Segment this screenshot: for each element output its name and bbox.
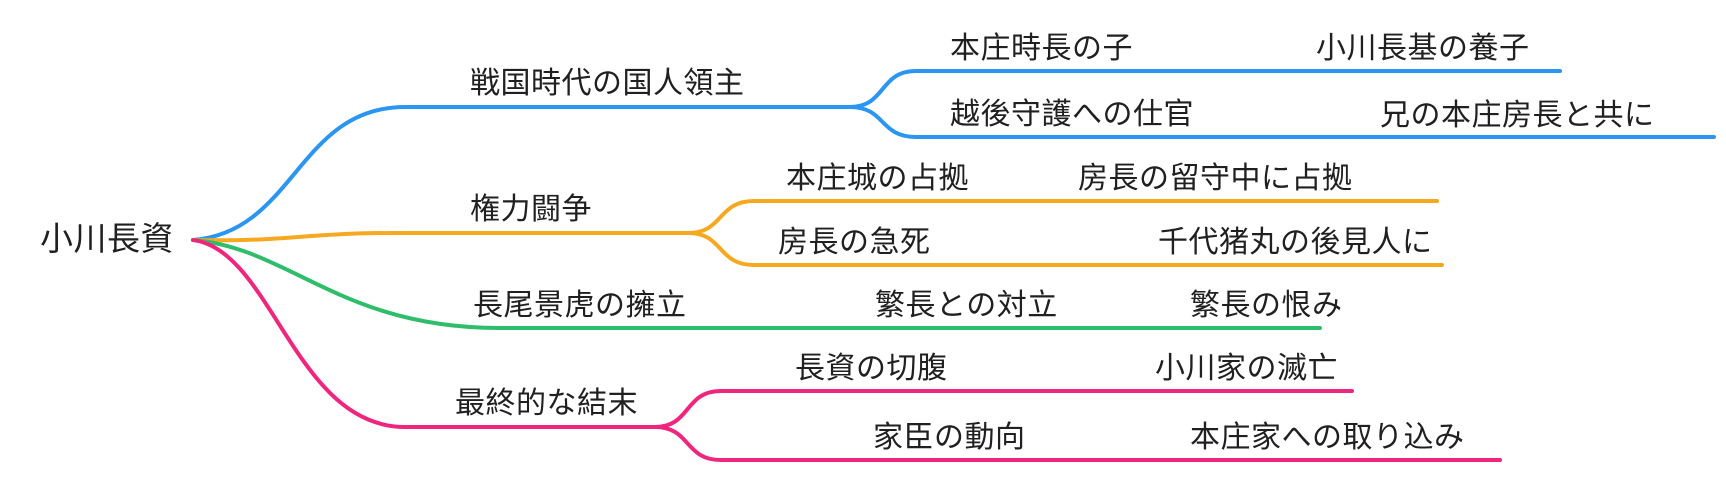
link-root-to-kagetora-backing [191, 238, 1322, 330]
node-ogawa-nagamoto-adoptee[interactable]: 小川長基の養子 [1316, 32, 1530, 65]
node-retainers-movement[interactable]: 家臣の動向 [873, 421, 1026, 454]
node-nagasuke-seppuku[interactable]: 長資の切腹 [795, 352, 948, 385]
node-shigenaga-grudge[interactable]: 繁長の恨み [1190, 289, 1343, 322]
node-root[interactable]: 小川長資 [40, 220, 174, 257]
link-root-to-final-outcome [191, 238, 657, 429]
link-sengoku-lord-to-echigo-service [848, 105, 1716, 139]
node-fusanaga-sudden-death[interactable]: 房長の急死 [778, 226, 931, 259]
node-chiyoimaru-guardian[interactable]: 千代猪丸の後見人に [1158, 226, 1433, 259]
node-honjo-castle-seizure[interactable]: 本庄城の占拠 [786, 162, 969, 195]
link-root-to-power-struggle [191, 231, 690, 243]
link-sengoku-lord-to-honjo-tokinaga-child [848, 69, 1562, 109]
link-power-struggle-to-honjo-castle-seizure [686, 199, 1439, 235]
node-echigo-service[interactable]: 越後守護への仕官 [950, 98, 1194, 131]
node-with-brother-fusanaga[interactable]: 兄の本庄房長と共に [1380, 99, 1655, 132]
link-power-struggle-to-fusanaga-sudden-death [686, 231, 1444, 267]
link-final-outcome-to-retainers-movement [653, 425, 1502, 462]
node-final-outcome[interactable]: 最終的な結末 [455, 387, 638, 420]
node-sengoku-lord[interactable]: 戦国時代の国人領主 [470, 67, 745, 100]
link-final-outcome-to-nagasuke-seppuku [653, 389, 1354, 429]
node-absorbed-into-honjo[interactable]: 本庄家への取り込み [1190, 421, 1465, 454]
node-seizure-during-absence[interactable]: 房長の留守中に占拠 [1078, 162, 1353, 195]
node-ogawa-clan-fall[interactable]: 小川家の滅亡 [1155, 352, 1338, 385]
node-conflict-with-shigenaga[interactable]: 繁長との対立 [875, 289, 1058, 322]
node-honjo-tokinaga-child[interactable]: 本庄時長の子 [950, 32, 1133, 65]
link-root-to-sengoku-lord [191, 105, 852, 242]
node-kagetora-backing[interactable]: 長尾景虎の擁立 [473, 289, 687, 322]
node-power-struggle[interactable]: 権力闘争 [470, 193, 592, 226]
